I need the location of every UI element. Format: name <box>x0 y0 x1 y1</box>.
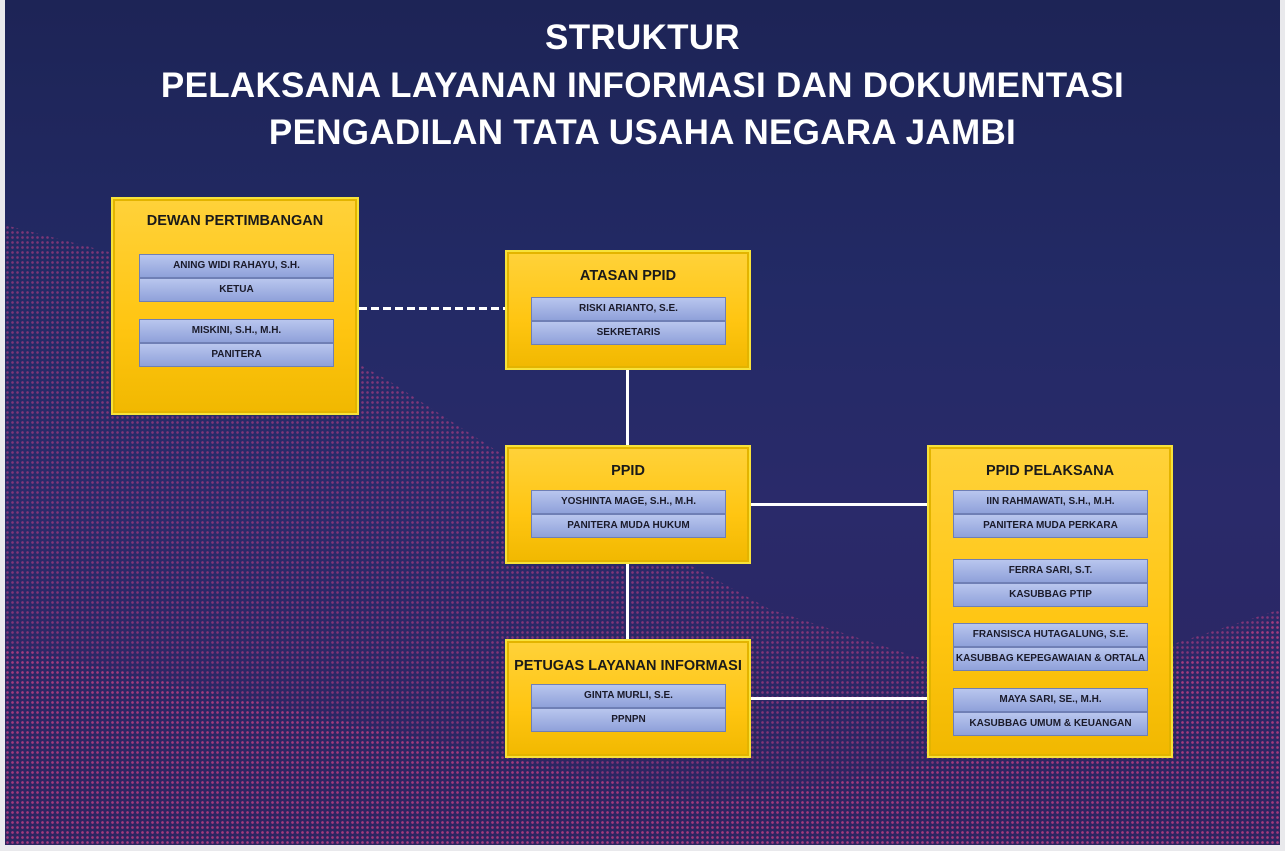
member-role: KASUBBAG PTIP <box>953 583 1148 607</box>
chart-title-line-1: STRUKTUR <box>545 18 740 57</box>
member-name: GINTA MURLI, S.E. <box>531 684 726 708</box>
connector-petugas-pelaksana <box>751 697 927 700</box>
petugas-layanan-informasi-box: PETUGAS LAYANAN INFORMASI GINTA MURLI, S… <box>505 639 751 758</box>
member-name: RISKI ARIANTO, S.E. <box>531 297 726 321</box>
member-role: PPNPN <box>531 708 726 732</box>
member-role: PANITERA MUDA HUKUM <box>531 514 726 538</box>
member-name: FRANSISCA HUTAGALUNG, S.E. <box>953 623 1148 647</box>
box-title: PETUGAS LAYANAN INFORMASI <box>514 658 742 674</box>
connector-ppid-petugas <box>626 564 629 639</box>
chart-title-line-3: PENGADILAN TATA USAHA NEGARA JAMBI <box>268 113 1017 152</box>
connector-ppid-pelaksana <box>751 503 927 506</box>
member-name: IIN RAHMAWATI, S.H., M.H. <box>953 490 1148 514</box>
box-title: PPID PELAKSANA <box>985 463 1115 479</box>
member-name: FERRA SARI, S.T. <box>953 559 1148 583</box>
atasan-ppid-box: ATASAN PPID RISKI ARIANTO, S.E. SEKRETAR… <box>505 250 751 370</box>
chart-title-line-2: PELAKSANA LAYANAN INFORMASI DAN DOKUMENT… <box>160 66 1125 105</box>
dashed-connector <box>359 307 505 310</box>
member-role: PANITERA <box>139 343 334 367</box>
member-role: KASUBBAG KEPEGAWAIAN & ORTALA <box>953 647 1148 671</box>
member-name: ANING WIDI RAHAYU, S.H. <box>139 254 334 278</box>
org-chart-canvas: STRUKTUR PELAKSANA LAYANAN INFORMASI DAN… <box>5 0 1280 845</box>
member-role: SEKRETARIS <box>531 321 726 345</box>
member-name: MISKINI, S.H., M.H. <box>139 319 334 343</box>
box-title: PPID <box>611 463 645 479</box>
member-role: PANITERA MUDA PERKARA <box>953 514 1148 538</box>
connector-atasan-ppid <box>626 370 629 445</box>
ppid-pelaksana-box: PPID PELAKSANA IIN RAHMAWATI, S.H., M.H.… <box>927 445 1173 758</box>
box-title: DEWAN PERTIMBANGAN <box>146 213 324 229</box>
ppid-box: PPID YOSHINTA MAGE, S.H., M.H. PANITERA … <box>505 445 751 564</box>
member-name: YOSHINTA MAGE, S.H., M.H. <box>531 490 726 514</box>
dewan-pertimbangan-box: DEWAN PERTIMBANGAN ANING WIDI RAHAYU, S.… <box>111 197 359 415</box>
member-role: KETUA <box>139 278 334 302</box>
member-name: MAYA SARI, SE., M.H. <box>953 688 1148 712</box>
box-title: ATASAN PPID <box>579 268 677 284</box>
member-role: KASUBBAG UMUM & KEUANGAN <box>953 712 1148 736</box>
